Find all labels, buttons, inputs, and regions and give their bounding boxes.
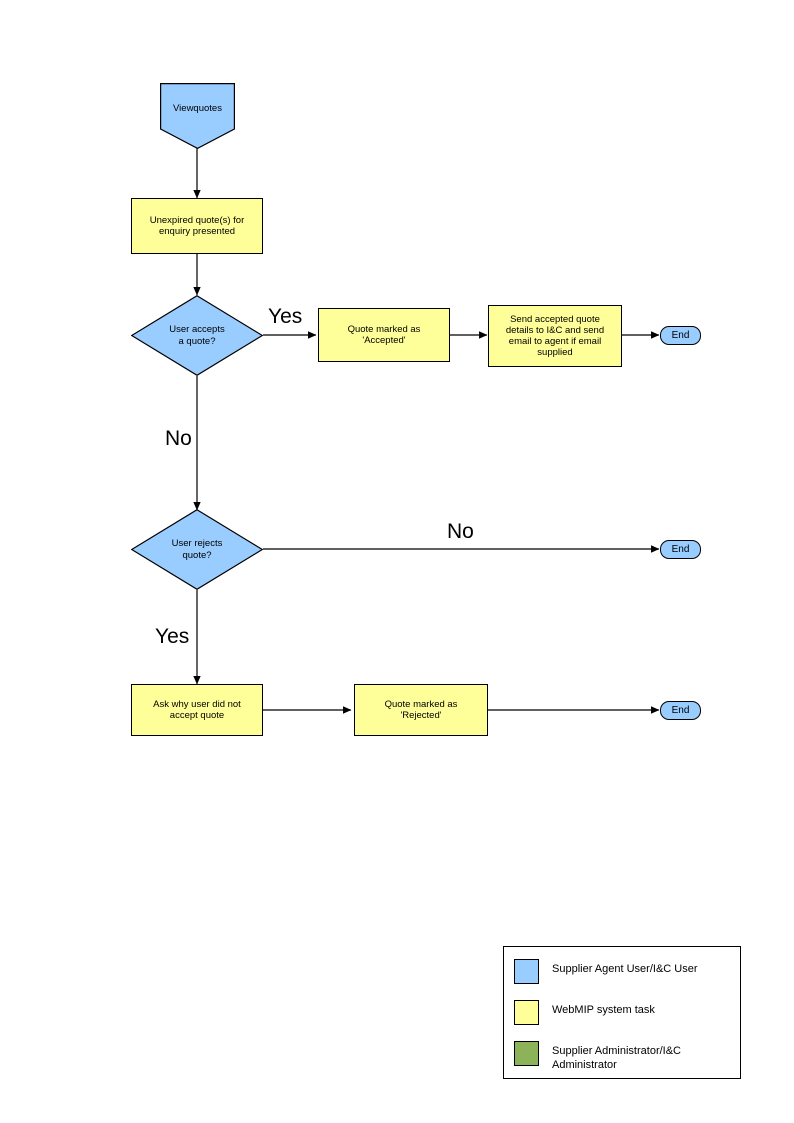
legend-swatch-system xyxy=(514,1000,539,1025)
node-ask-why-not-accepted[interactable]: Ask why user did not accept quote xyxy=(131,684,263,736)
node-decision-user-accepts-label: User accepts a quote? xyxy=(169,324,225,347)
pentagon-shape xyxy=(160,83,235,149)
edge-label-accepts-no: No xyxy=(165,427,192,450)
legend-item-admin: Supplier Administrator/I&C Administrator xyxy=(514,1041,681,1073)
diamond-shape xyxy=(131,295,263,376)
legend-item-actor: Supplier Agent User/I&C User xyxy=(514,959,698,984)
node-unexpired-quotes[interactable]: Unexpired quote(s) for enquiry presented xyxy=(131,198,263,254)
legend-label-actor: Supplier Agent User/I&C User xyxy=(552,963,698,975)
edge-label-rejects-yes: Yes xyxy=(155,625,190,648)
legend-swatch-admin xyxy=(514,1041,539,1066)
node-ask-why-not-accepted-label: Ask why user did not accept quote xyxy=(153,698,241,721)
legend-label-admin: Supplier Administrator/I&C Administrator xyxy=(552,1045,681,1071)
diamond-shape xyxy=(131,509,263,590)
legend-panel: Supplier Agent User/I&C User WebMIP syst… xyxy=(503,946,741,1079)
legend-label-system: WebMIP system task xyxy=(552,1004,655,1016)
node-send-accepted-quote-details[interactable]: Send accepted quote details to I&C and s… xyxy=(488,305,622,367)
node-decision-user-rejects-label: User rejects quote? xyxy=(171,538,223,561)
node-unexpired-quotes-label: Unexpired quote(s) for enquiry presented xyxy=(149,214,245,237)
node-end-accepted-label: End xyxy=(671,329,690,341)
legend-swatch-actor xyxy=(514,959,539,984)
node-start-label: Viewquotes xyxy=(173,103,222,115)
node-end-no-rejection[interactable]: End xyxy=(660,540,701,559)
node-start[interactable]: Viewquotes xyxy=(160,83,235,149)
node-end-rejected[interactable]: End xyxy=(660,701,701,720)
node-decision-user-rejects[interactable]: User rejects quote? xyxy=(131,509,263,590)
legend-item-system: WebMIP system task xyxy=(514,1000,655,1025)
node-quote-marked-rejected[interactable]: Quote marked as 'Rejected' xyxy=(354,684,488,736)
node-end-accepted[interactable]: End xyxy=(660,326,701,345)
edge-label-rejects-no: No xyxy=(447,520,474,543)
node-quote-marked-accepted[interactable]: Quote marked as 'Accepted' xyxy=(318,308,450,362)
node-decision-user-accepts[interactable]: User accepts a quote? xyxy=(131,295,263,376)
node-send-accepted-quote-details-label: Send accepted quote details to I&C and s… xyxy=(505,313,605,359)
edge-label-accepts-yes: Yes xyxy=(268,305,303,328)
node-end-rejected-label: End xyxy=(671,704,690,716)
node-quote-marked-rejected-label: Quote marked as 'Rejected' xyxy=(384,698,458,721)
node-end-no-rejection-label: End xyxy=(671,543,690,555)
node-quote-marked-accepted-label: Quote marked as 'Accepted' xyxy=(347,323,421,346)
